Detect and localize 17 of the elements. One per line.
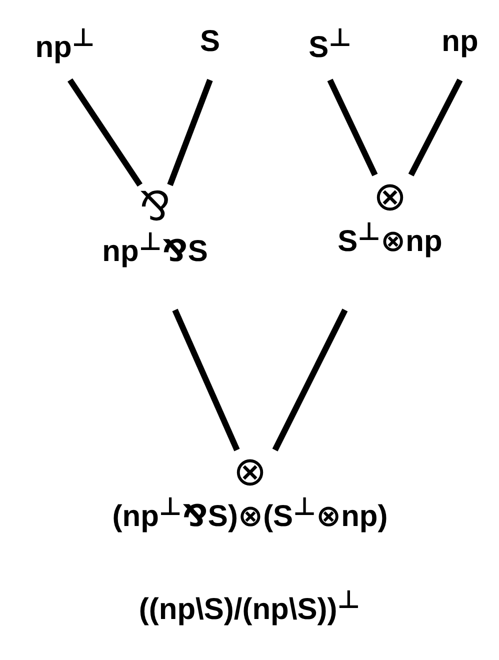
connector-line [167,78,213,186]
formula-text: S [200,25,220,58]
link-symbol: ⊗ [373,175,407,219]
formula-text: (np$^{⊥}$⅋S)⊗(S$^{⊥}$⊗np) [112,494,388,533]
connector-line [68,78,142,187]
formula-text: np$^{⊥}$⅋S [102,229,208,268]
connector-line [272,308,348,452]
connector-line [172,308,240,452]
formula-text: S$^{⊥}$ [308,25,352,64]
connector-line [327,78,378,176]
formula-text: S$^{⊥}$⊗np [338,219,442,258]
formula-text: ((np\S)/(np\S))$^{⊥}$ [138,585,360,627]
link-symbol: ⅋ [139,185,171,229]
link-symbol: ⊗ [233,450,267,494]
connector-line [408,78,463,176]
formula-text: np [442,25,478,58]
formula-text: np$^{⊥}$ [35,25,95,64]
